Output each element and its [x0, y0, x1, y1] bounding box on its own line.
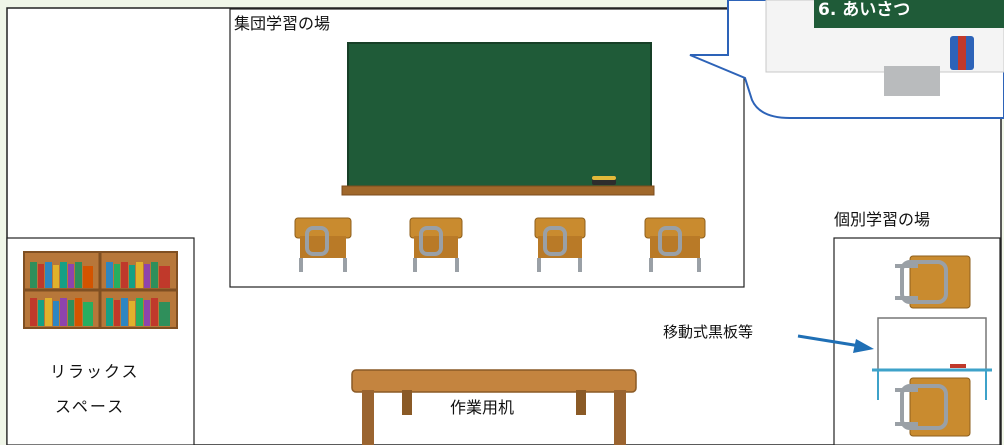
relax-area-label-line2: スペース [55, 397, 126, 416]
group-area-label: 集団学習の場 [234, 14, 331, 33]
bookshelf [23, 251, 178, 329]
eraser-icon [592, 176, 616, 185]
individual-desk-top [895, 255, 971, 309]
speech-bubble [689, 0, 1004, 119]
school-desk-1 [294, 217, 352, 272]
arrow-icon [797, 334, 874, 353]
school-desk-3 [534, 217, 586, 272]
bubble-board-header [814, 0, 1004, 28]
individual-desk-bottom [895, 377, 971, 437]
mobile-board-label: 移動式黒板等 [663, 323, 754, 341]
bubble-board-text: 6. あいさつ [818, 0, 911, 20]
chalkboard [341, 42, 655, 196]
work-table [351, 369, 637, 445]
individual-area-label: 個別学習の場 [834, 210, 931, 229]
school-desk-4 [644, 217, 706, 272]
chalkboard-surface [347, 42, 652, 190]
relax-area-label-line1: リラックス [50, 362, 140, 381]
work-desk-label: 作業用机 [450, 398, 515, 417]
school-desk-2 [409, 217, 463, 272]
bubble-board-stand [884, 66, 940, 96]
chalk-tray [341, 185, 655, 196]
mobile-whiteboard [872, 317, 992, 400]
